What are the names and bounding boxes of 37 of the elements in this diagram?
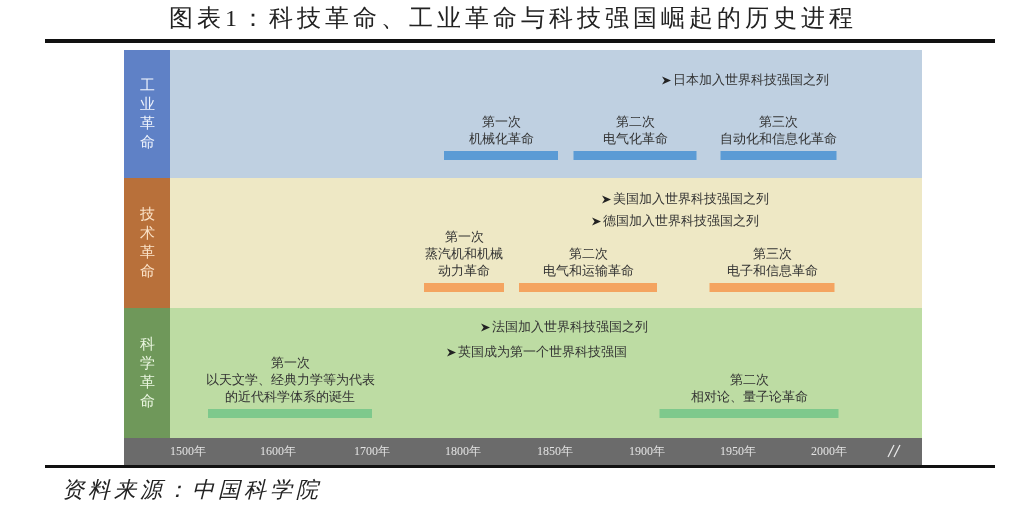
- axis-tick-label: 1900年: [629, 444, 665, 459]
- milestone-text: 法国加入世界科技强国之列: [492, 318, 648, 336]
- bar-heading: 第二次: [615, 113, 655, 130]
- axis-tick-label: 1850年: [537, 444, 573, 459]
- timeline-band: [124, 308, 922, 438]
- bar-label: 相对论、量子论革命: [690, 388, 808, 405]
- axis-tick-label: 1950年: [720, 444, 756, 459]
- band-label: 科学革命: [139, 335, 155, 411]
- bar-heading: 第二次: [568, 245, 608, 262]
- axis-tick-label: 1800年: [445, 444, 481, 459]
- bar-label: 蒸汽机和机械动力革命: [424, 245, 504, 279]
- timeline-band: [124, 50, 922, 178]
- bar-heading: 第一次: [481, 113, 521, 130]
- bar-label: 以天文学、经典力学等为代表的近代科学体系的诞生: [204, 371, 376, 405]
- bar-heading: 第三次: [758, 113, 798, 130]
- chart-title: 图表1：科技革命、工业革命与科技强国崛起的历史进程: [168, 4, 858, 33]
- bar-heading: 第一次: [269, 354, 311, 371]
- source-caption: 资料来源：中国科学院: [62, 476, 322, 504]
- axis-tick-label: 1700年: [354, 444, 390, 459]
- bar-heading: 第一次: [443, 228, 485, 245]
- bar-heading: 第二次: [729, 371, 769, 388]
- bar-label: 电子和信息革命: [726, 262, 818, 279]
- bar-heading: 第三次: [752, 245, 792, 262]
- milestone-text: 德国加入世界科技强国之列: [603, 212, 759, 230]
- milestone-text: 日本加入世界科技强国之列: [673, 71, 829, 89]
- milestone-text: 美国加入世界科技强国之列: [613, 190, 769, 208]
- timeline-band: [124, 178, 922, 308]
- bar-label: 电气和运输革命: [542, 262, 634, 279]
- bar-label: 自动化和信息化革命: [719, 130, 837, 147]
- axis-tick-label: 1600年: [260, 444, 296, 459]
- axis-tick-label: 2000年: [811, 444, 847, 459]
- bar-label: 机械化革命: [468, 130, 534, 147]
- milestone-text: 英国成为第一个世界科技强国: [458, 343, 627, 361]
- bar-label: 电气化革命: [602, 130, 668, 147]
- band-label: 技术革命: [139, 205, 155, 281]
- band-label: 工业革命: [139, 76, 155, 152]
- axis-tick-label: 1500年: [170, 444, 206, 459]
